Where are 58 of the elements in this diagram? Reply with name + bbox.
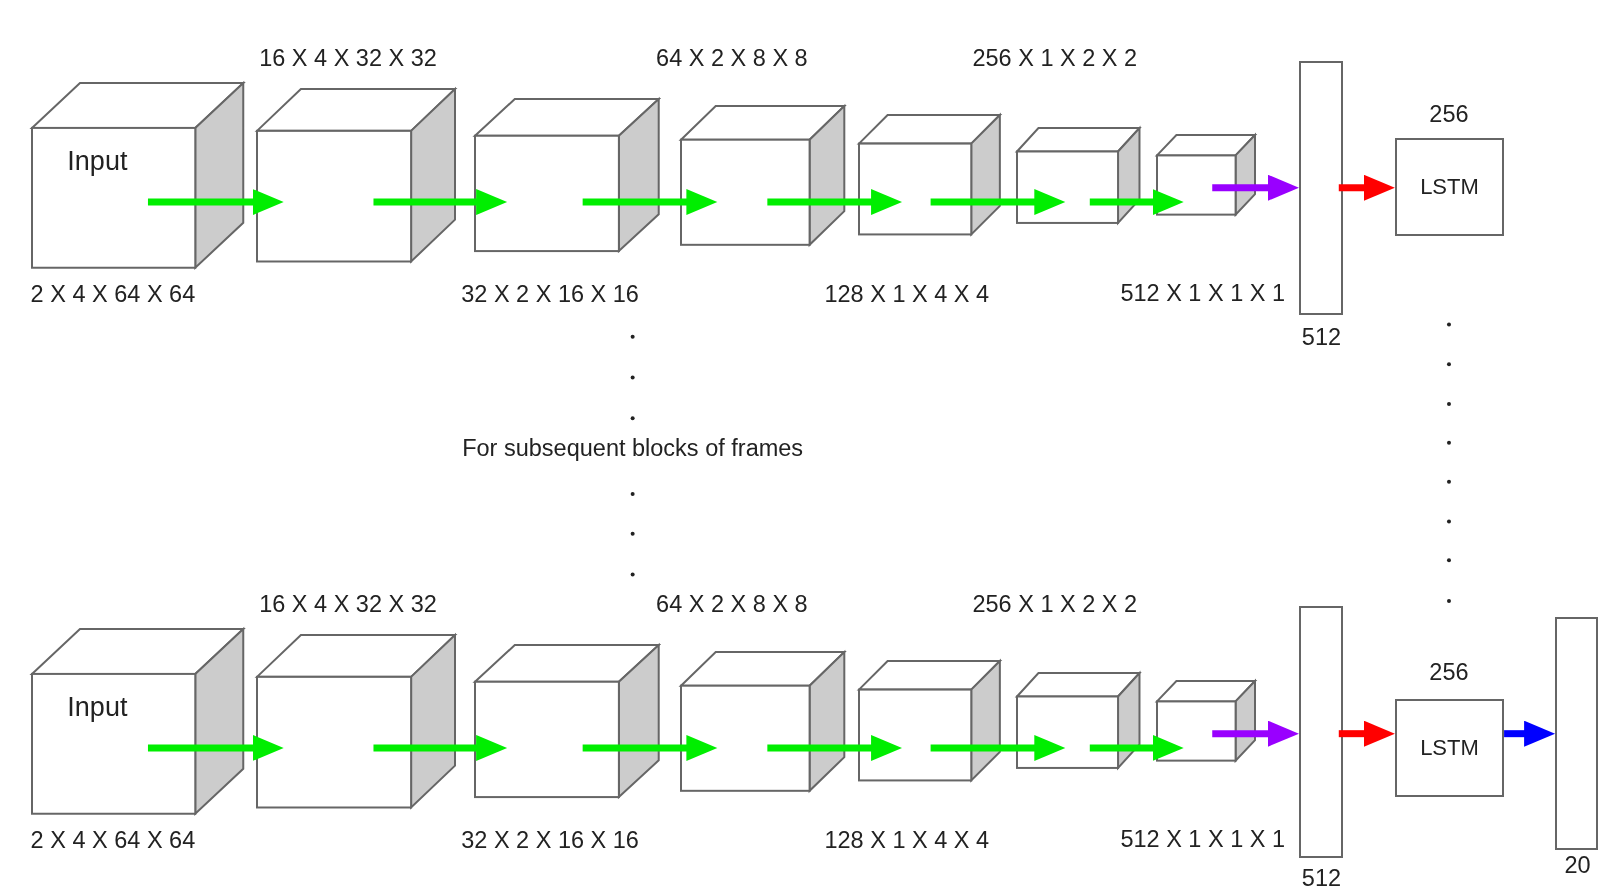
cube-block — [474, 97, 661, 253]
arrow — [767, 189, 903, 216]
tensor-size-label: 2 X 4 X 64 X 64 — [30, 282, 196, 307]
arrow — [767, 734, 903, 761]
tensor-size-label: 16 X 4 X 32 X 32 — [259, 47, 437, 71]
arrow — [1338, 174, 1395, 201]
cube-block — [1156, 679, 1257, 762]
tensor-size-label: 32 X 2 X 16 X 16 — [461, 282, 639, 307]
node-label: Input — [67, 691, 128, 723]
note-text: For subsequent blocks of frames — [462, 437, 804, 461]
cube-block — [1016, 126, 1141, 224]
tensor-size-label: 2 X 4 X 64 X 64 — [30, 828, 196, 853]
tensor-size-label: 16 X 4 X 32 X 32 — [259, 593, 437, 617]
tensor-size-label: 256 — [1429, 661, 1469, 685]
arrow — [582, 734, 718, 761]
node-label: LSTM — [1420, 173, 1479, 200]
tensor-size-label: 64 X 2 X 8 X 8 — [656, 593, 808, 617]
cube-block — [256, 633, 457, 809]
node-label: Input — [67, 145, 128, 177]
tensor-size-label: 256 X 1 X 2 X 2 — [972, 47, 1138, 71]
arrow — [147, 734, 284, 761]
arrow — [147, 189, 284, 216]
arrow — [373, 189, 508, 216]
arrow — [930, 189, 1066, 216]
tensor-size-label: 32 X 2 X 16 X 16 — [461, 828, 639, 853]
tensor-size-label: 512 — [1301, 325, 1342, 350]
vector-bar — [1298, 61, 1343, 316]
arrow — [1212, 720, 1299, 747]
arrow — [1089, 189, 1184, 216]
tensor-size-label: 256 — [1429, 103, 1469, 127]
arrow — [930, 734, 1066, 761]
arrow — [1089, 734, 1184, 761]
tensor-size-label: 128 X 1 X 4 X 4 — [824, 282, 990, 307]
tensor-size-label: 64 X 2 X 8 X 8 — [656, 47, 808, 71]
cube-block — [858, 660, 1001, 782]
cube-block — [858, 114, 1001, 236]
arrow — [1338, 720, 1395, 747]
cube-block — [679, 105, 845, 246]
vector-bar — [1298, 606, 1343, 859]
tensor-size-label: 512 — [1301, 866, 1342, 890]
node-label: LSTM — [1420, 734, 1479, 761]
tensor-size-label: 128 X 1 X 4 X 4 — [824, 828, 990, 853]
process-box — [1394, 698, 1505, 797]
tensor-size-label: 512 X 1 X 1 X 1 — [1120, 828, 1286, 852]
tensor-size-label: 256 X 1 X 2 X 2 — [972, 593, 1138, 617]
cube-block — [1156, 133, 1257, 216]
tensor-size-label: 512 X 1 X 1 X 1 — [1120, 282, 1286, 306]
arrow — [373, 734, 508, 761]
arrow — [1504, 720, 1556, 747]
arrow — [1212, 174, 1299, 201]
cube-block — [474, 643, 661, 798]
vector-bar — [1555, 617, 1598, 850]
cube-block — [256, 87, 457, 263]
tensor-size-label: 20 — [1564, 854, 1591, 878]
arrow — [582, 189, 718, 216]
cube-block — [1016, 672, 1141, 770]
cube-block — [679, 651, 845, 792]
process-box — [1394, 137, 1505, 236]
